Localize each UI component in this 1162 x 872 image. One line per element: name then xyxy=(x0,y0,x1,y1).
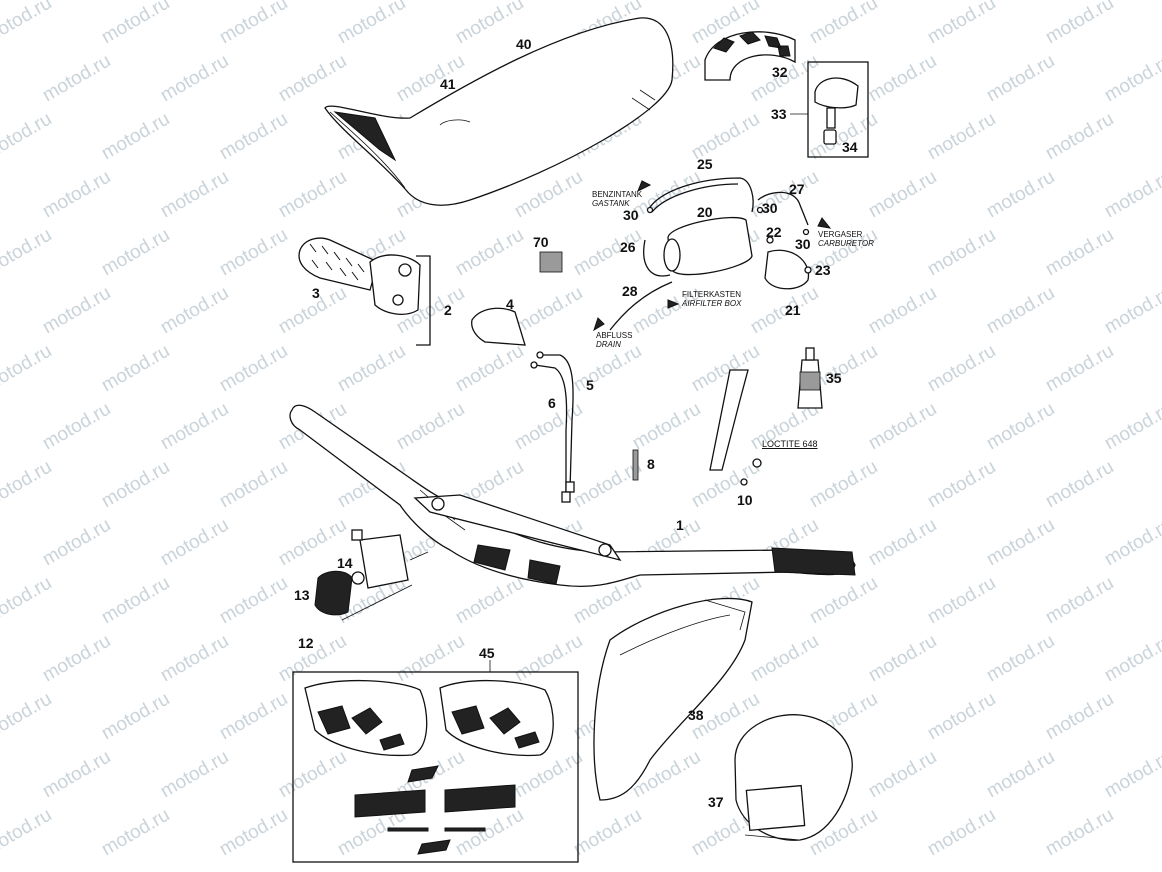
part-number-14: 14 xyxy=(337,555,353,571)
part-number-13: 13 xyxy=(294,587,310,603)
note-carburetor-label: CARBURETOR xyxy=(818,239,874,248)
note-loctite: LOCTITE 648 xyxy=(762,440,818,449)
part-number-33: 33 xyxy=(771,106,787,122)
note-gastank: BENZINTANK GASTANK xyxy=(592,190,642,208)
part-number-70: 70 xyxy=(533,234,549,250)
part-number-38: 38 xyxy=(688,707,704,723)
part-number-30-right: 30 xyxy=(795,236,811,252)
tool-kit-box xyxy=(790,61,869,158)
part-number-32: 32 xyxy=(772,64,788,80)
handlebar-drawing xyxy=(289,404,856,588)
decal-kit-box xyxy=(292,660,579,863)
note-filterkasten-label: FILTERKASTEN xyxy=(682,290,741,299)
part-number-22: 22 xyxy=(766,224,782,240)
part-number-28: 28 xyxy=(622,283,638,299)
fuel-filter-assembly-drawing xyxy=(593,177,832,332)
part-number-34: 34 xyxy=(842,139,858,155)
part-number-30-left: 30 xyxy=(623,207,639,223)
part-number-30-mid: 30 xyxy=(762,200,778,216)
tire-tread-drawing xyxy=(704,31,796,81)
part-number-1: 1 xyxy=(676,517,684,533)
part-number-2: 2 xyxy=(444,302,452,318)
note-drain: ABFLUSS DRAIN xyxy=(596,331,632,349)
note-loctite-label: LOCTITE 648 xyxy=(762,439,818,449)
note-airfilter-box-label: AIRFILTER BOX xyxy=(682,299,742,308)
part-number-35: 35 xyxy=(826,370,842,386)
note-drain-label: DRAIN xyxy=(596,340,621,349)
part-number-25: 25 xyxy=(697,156,713,172)
part-number-40: 40 xyxy=(516,36,532,52)
note-airfilter-box: FILTERKASTEN AIRFILTER BOX xyxy=(682,290,741,308)
note-benzintank-label: BENZINTANK xyxy=(592,190,643,199)
throttle-grip-drawing xyxy=(298,237,431,346)
part-number-3: 3 xyxy=(312,285,320,301)
decal-70-drawing xyxy=(539,251,563,273)
seat-drawing xyxy=(324,17,674,206)
part-number-26: 26 xyxy=(620,239,636,255)
pin-drawing xyxy=(632,449,639,481)
strip-drawing xyxy=(709,369,762,486)
part-number-8: 8 xyxy=(647,456,655,472)
cover-drawing xyxy=(471,307,526,346)
part-number-20: 20 xyxy=(697,204,713,220)
throttle-cables-drawing xyxy=(530,351,575,503)
switch-drawing xyxy=(314,529,429,621)
loctite-bottle-drawing xyxy=(797,347,823,409)
part-number-41: 41 xyxy=(440,76,456,92)
note-abfluss-label: ABFLUSS xyxy=(596,331,633,340)
part-number-12: 12 xyxy=(298,635,314,651)
part-number-10: 10 xyxy=(737,492,753,508)
part-number-27: 27 xyxy=(789,181,805,197)
part-number-37: 37 xyxy=(708,794,724,810)
part-number-45: 45 xyxy=(479,645,495,661)
note-vergaser-label: VERGASER xyxy=(818,230,863,239)
fender-drawing xyxy=(593,597,753,801)
part-number-6: 6 xyxy=(548,395,556,411)
part-number-23: 23 xyxy=(815,262,831,278)
part-number-5: 5 xyxy=(586,377,594,393)
part-number-4: 4 xyxy=(506,296,514,312)
part-number-21: 21 xyxy=(785,302,801,318)
note-gastank-label: GASTANK xyxy=(592,199,630,208)
note-carburetor: VERGASER CARBURETOR xyxy=(818,230,874,248)
number-plate-drawing xyxy=(734,714,853,841)
